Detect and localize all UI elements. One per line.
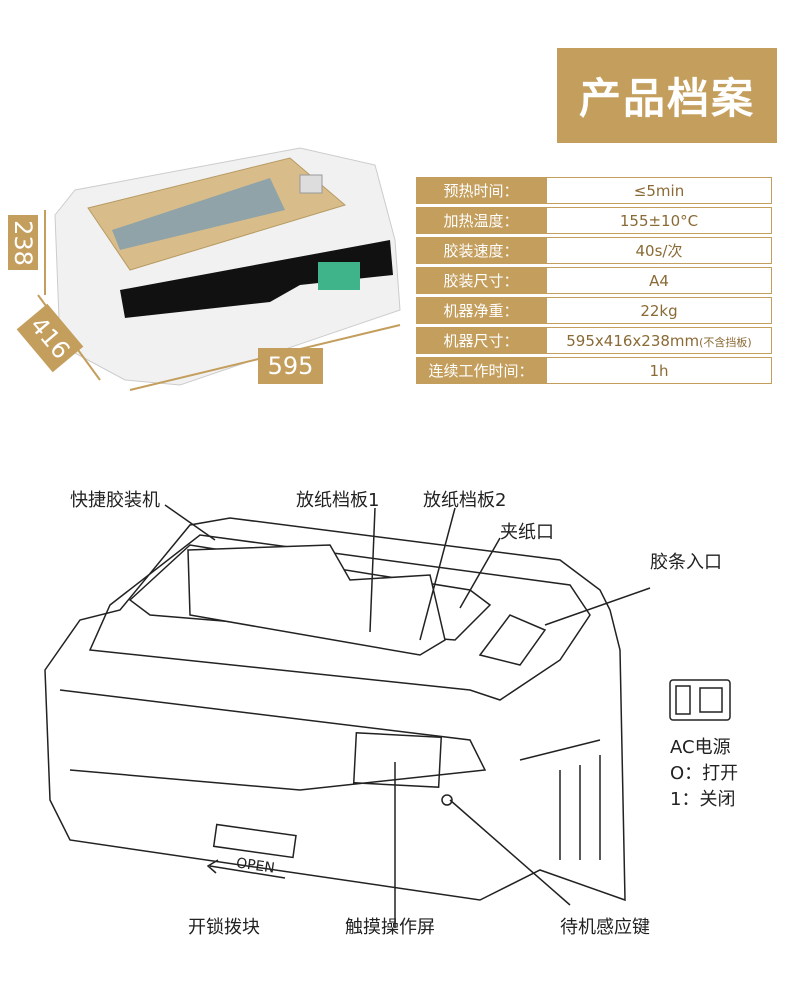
dimension-width-value: 595 [267, 352, 314, 380]
dimension-height-value: 238 [9, 219, 37, 266]
page-title: 产品档案 [557, 48, 777, 143]
spec-value: 155±10°C [546, 207, 772, 234]
spec-label: 机器净重： [416, 297, 546, 324]
label-strip-inlet: 胶条入口 [650, 552, 722, 573]
spec-value: ≤5min [546, 177, 772, 204]
label-guide2: 放纸档板2 [423, 490, 507, 511]
spec-row: 胶装速度：40s/次 [416, 237, 772, 264]
spec-table: 预热时间：≤5min 加热温度：155±10°C 胶装速度：40s/次 胶装尺寸… [416, 174, 772, 387]
label-power-on: O：打开 [670, 763, 739, 784]
dimension-height: 238 [8, 215, 38, 270]
spec-value: 40s/次 [546, 237, 772, 264]
spec-label: 机器尺寸： [416, 327, 546, 354]
spec-row: 预热时间：≤5min [416, 177, 772, 204]
label-unlock: 开锁拨块 [188, 917, 260, 938]
spec-note: (不含挡板) [699, 335, 752, 349]
spec-row: 机器净重：22kg [416, 297, 772, 324]
spec-label: 胶装尺寸： [416, 267, 546, 294]
spec-label: 加热温度： [416, 207, 546, 234]
spec-value-text: 595x416x238mm [566, 331, 700, 350]
spec-row: 胶装尺寸：A4 [416, 267, 772, 294]
spec-label: 连续工作时间： [416, 357, 546, 384]
spec-label: 预热时间： [416, 177, 546, 204]
label-power: AC电源 [670, 737, 731, 758]
label-machine: 快捷胶装机 [70, 490, 160, 511]
label-power-off: 1：关闭 [670, 789, 736, 810]
spec-label: 胶装速度： [416, 237, 546, 264]
spec-row: 连续工作时间：1h [416, 357, 772, 384]
spec-value: 595x416x238mm(不含挡板) [546, 327, 772, 354]
spec-row: 加热温度：155±10°C [416, 207, 772, 234]
product-photo [37, 147, 401, 391]
label-standby: 待机感应键 [560, 917, 650, 938]
label-guide1: 放纸档板1 [296, 490, 380, 511]
machine-line-drawing [44, 504, 731, 928]
spec-row: 机器尺寸：595x416x238mm(不含挡板) [416, 327, 772, 354]
spec-value: A4 [546, 267, 772, 294]
label-clamp: 夹纸口 [500, 522, 554, 543]
spec-value: 22kg [546, 297, 772, 324]
dimension-width: 595 [258, 348, 323, 384]
spec-value: 1h [546, 357, 772, 384]
label-touchscreen: 触摸操作屏 [345, 917, 435, 938]
